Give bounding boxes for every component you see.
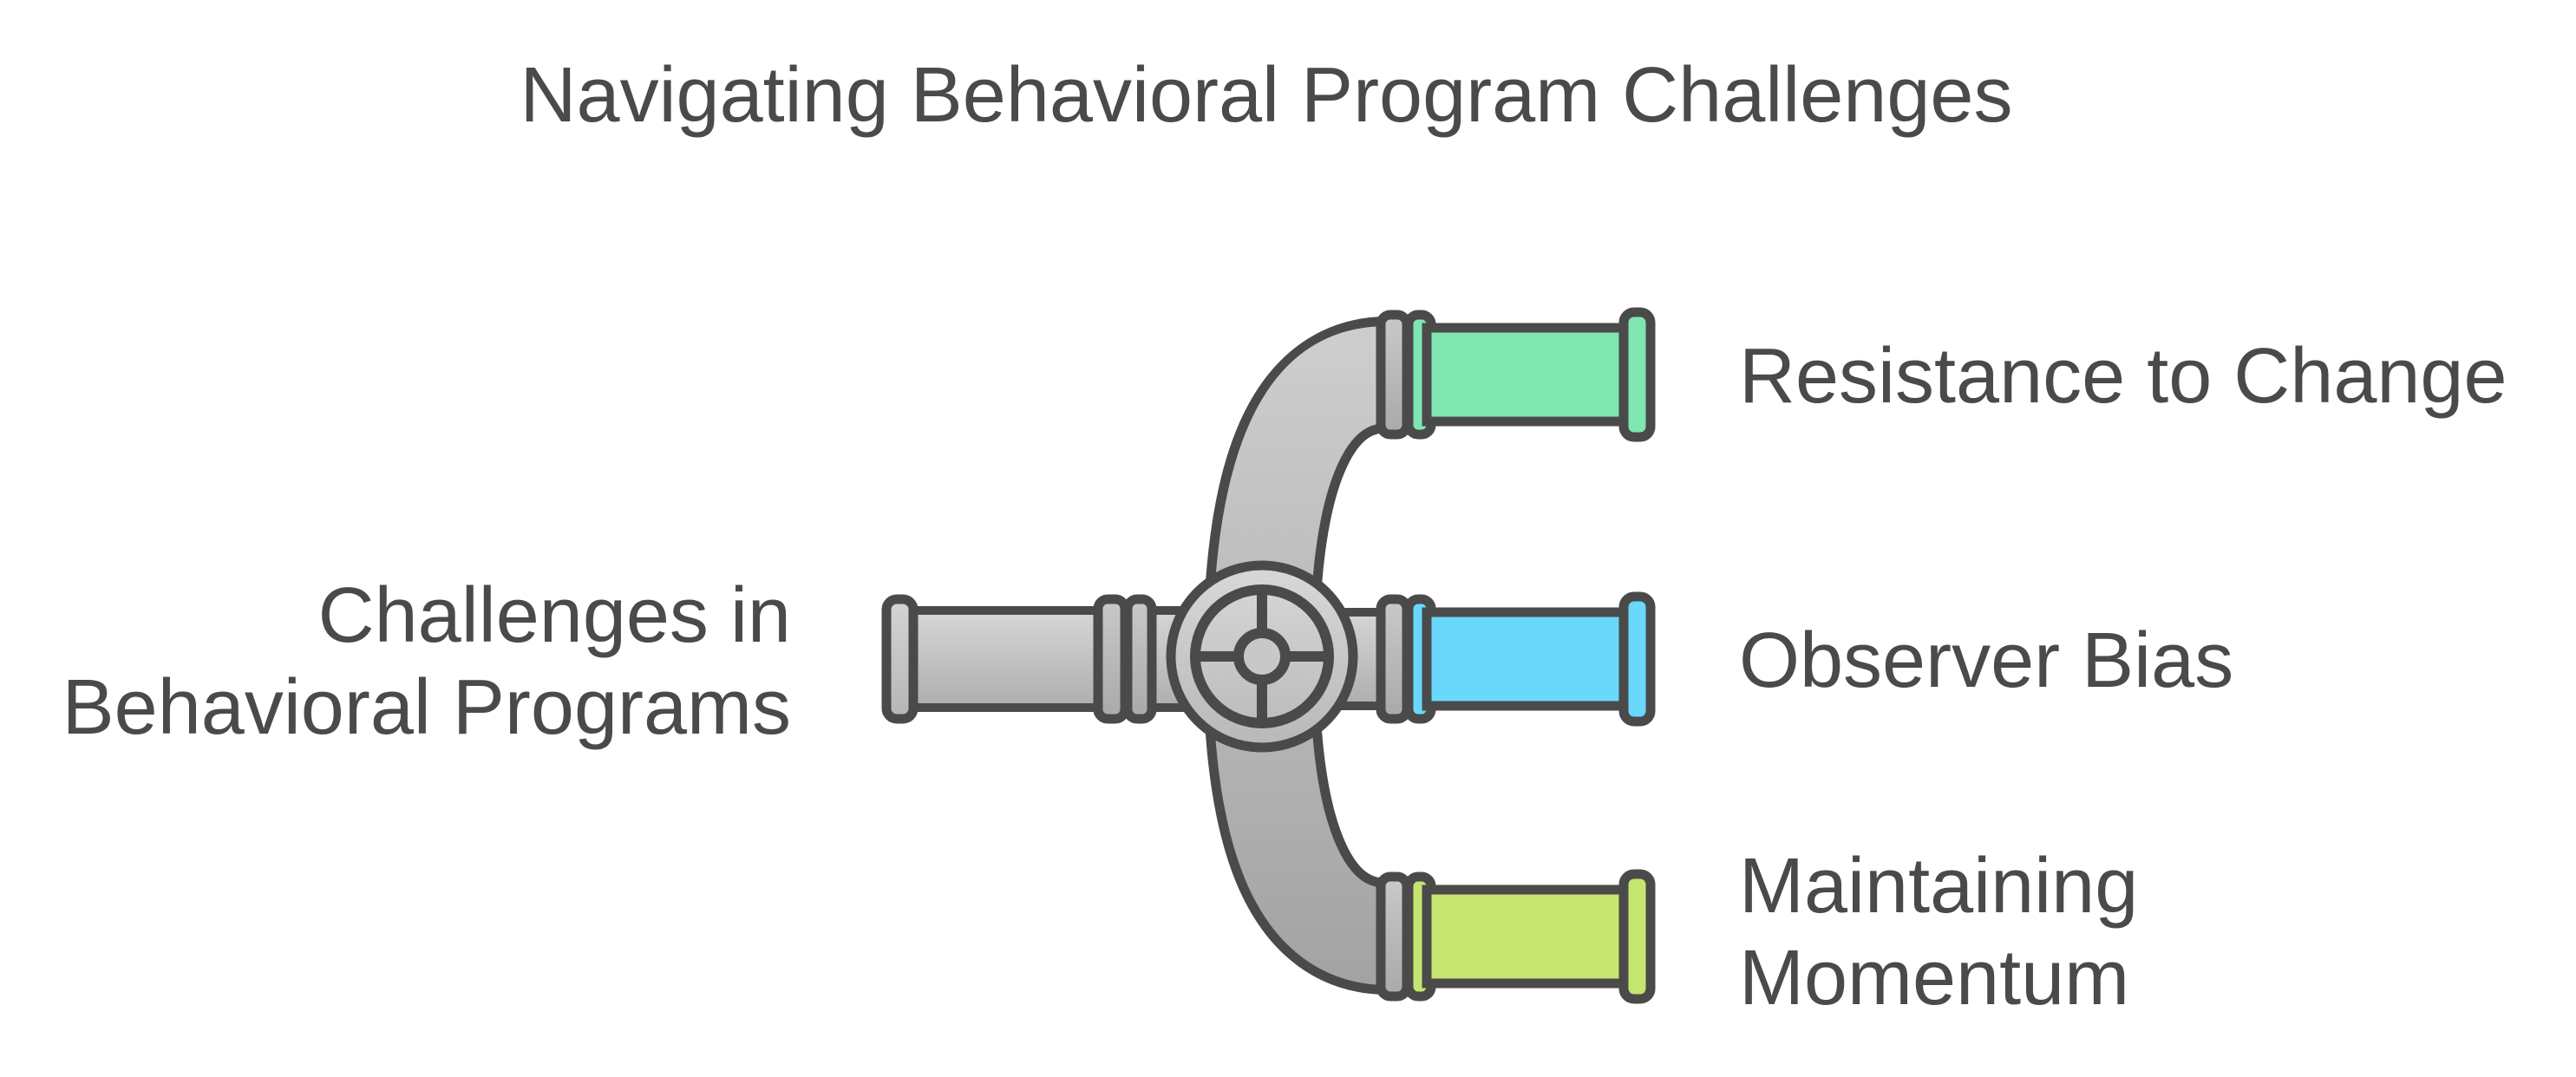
source-pipe-collar-2	[1122, 594, 1157, 724]
branch-label-observer-bias: Observer Bias	[1739, 617, 2233, 704]
branch-pipe-observer-bias	[1376, 591, 1656, 727]
branch-tube	[1422, 884, 1633, 989]
branch-collar-gray	[1376, 594, 1412, 724]
source-pipe-end-cap	[881, 594, 919, 724]
branch-label-resistance-to-change: Resistance to Change	[1739, 333, 2507, 420]
valve-hub	[1233, 628, 1291, 685]
branch-collar-gray	[1376, 310, 1412, 440]
branch-collar-gray	[1376, 871, 1412, 1002]
branch-tube	[1422, 323, 1633, 427]
branch-pipe-maintaining-momentum	[1376, 869, 1656, 1004]
source-pipe-collar-1	[1093, 594, 1130, 724]
branch-end-cap	[1618, 869, 1656, 1004]
branch-end-cap	[1618, 591, 1656, 727]
source-label-line2: Behavioral Programs	[62, 664, 791, 751]
branch-pipe-resistance-to-change	[1376, 307, 1656, 442]
source-label-line1: Challenges in	[318, 572, 791, 659]
page-title: Navigating Behavioral Program Challenges	[520, 52, 2013, 139]
branch-label-maintaining-momentum-line1: Maintaining	[1739, 843, 2138, 930]
branch-label-maintaining-momentum-line2: Momentum	[1739, 935, 2129, 1022]
branch-tube	[1422, 607, 1633, 711]
valve	[1166, 560, 1358, 753]
branch-end-cap	[1618, 307, 1656, 442]
